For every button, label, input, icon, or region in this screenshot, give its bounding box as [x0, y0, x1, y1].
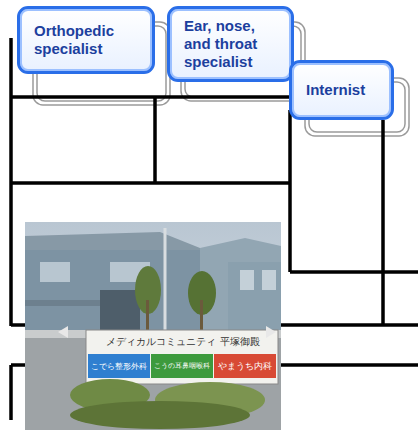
clinic-box: Ear, nose, and throat specialist: [167, 6, 294, 82]
clinic-box: Orthopedic specialist: [17, 6, 155, 74]
sign-text: メディカルコミュニティ 平塚御殿: [90, 334, 276, 350]
sign-text: こでら整形外科: [89, 358, 149, 374]
clinic-photo: [25, 222, 281, 430]
clinic-name: Orthopedic specialist: [34, 22, 142, 58]
clinic-box: Internist: [289, 60, 394, 120]
sign-text: こうの耳鼻咽喉科: [152, 358, 212, 374]
clinic-name: Internist: [306, 81, 381, 99]
clinic-name: Ear, nose, and throat specialist: [184, 17, 281, 71]
sign-text: やまうち内科: [215, 358, 275, 374]
